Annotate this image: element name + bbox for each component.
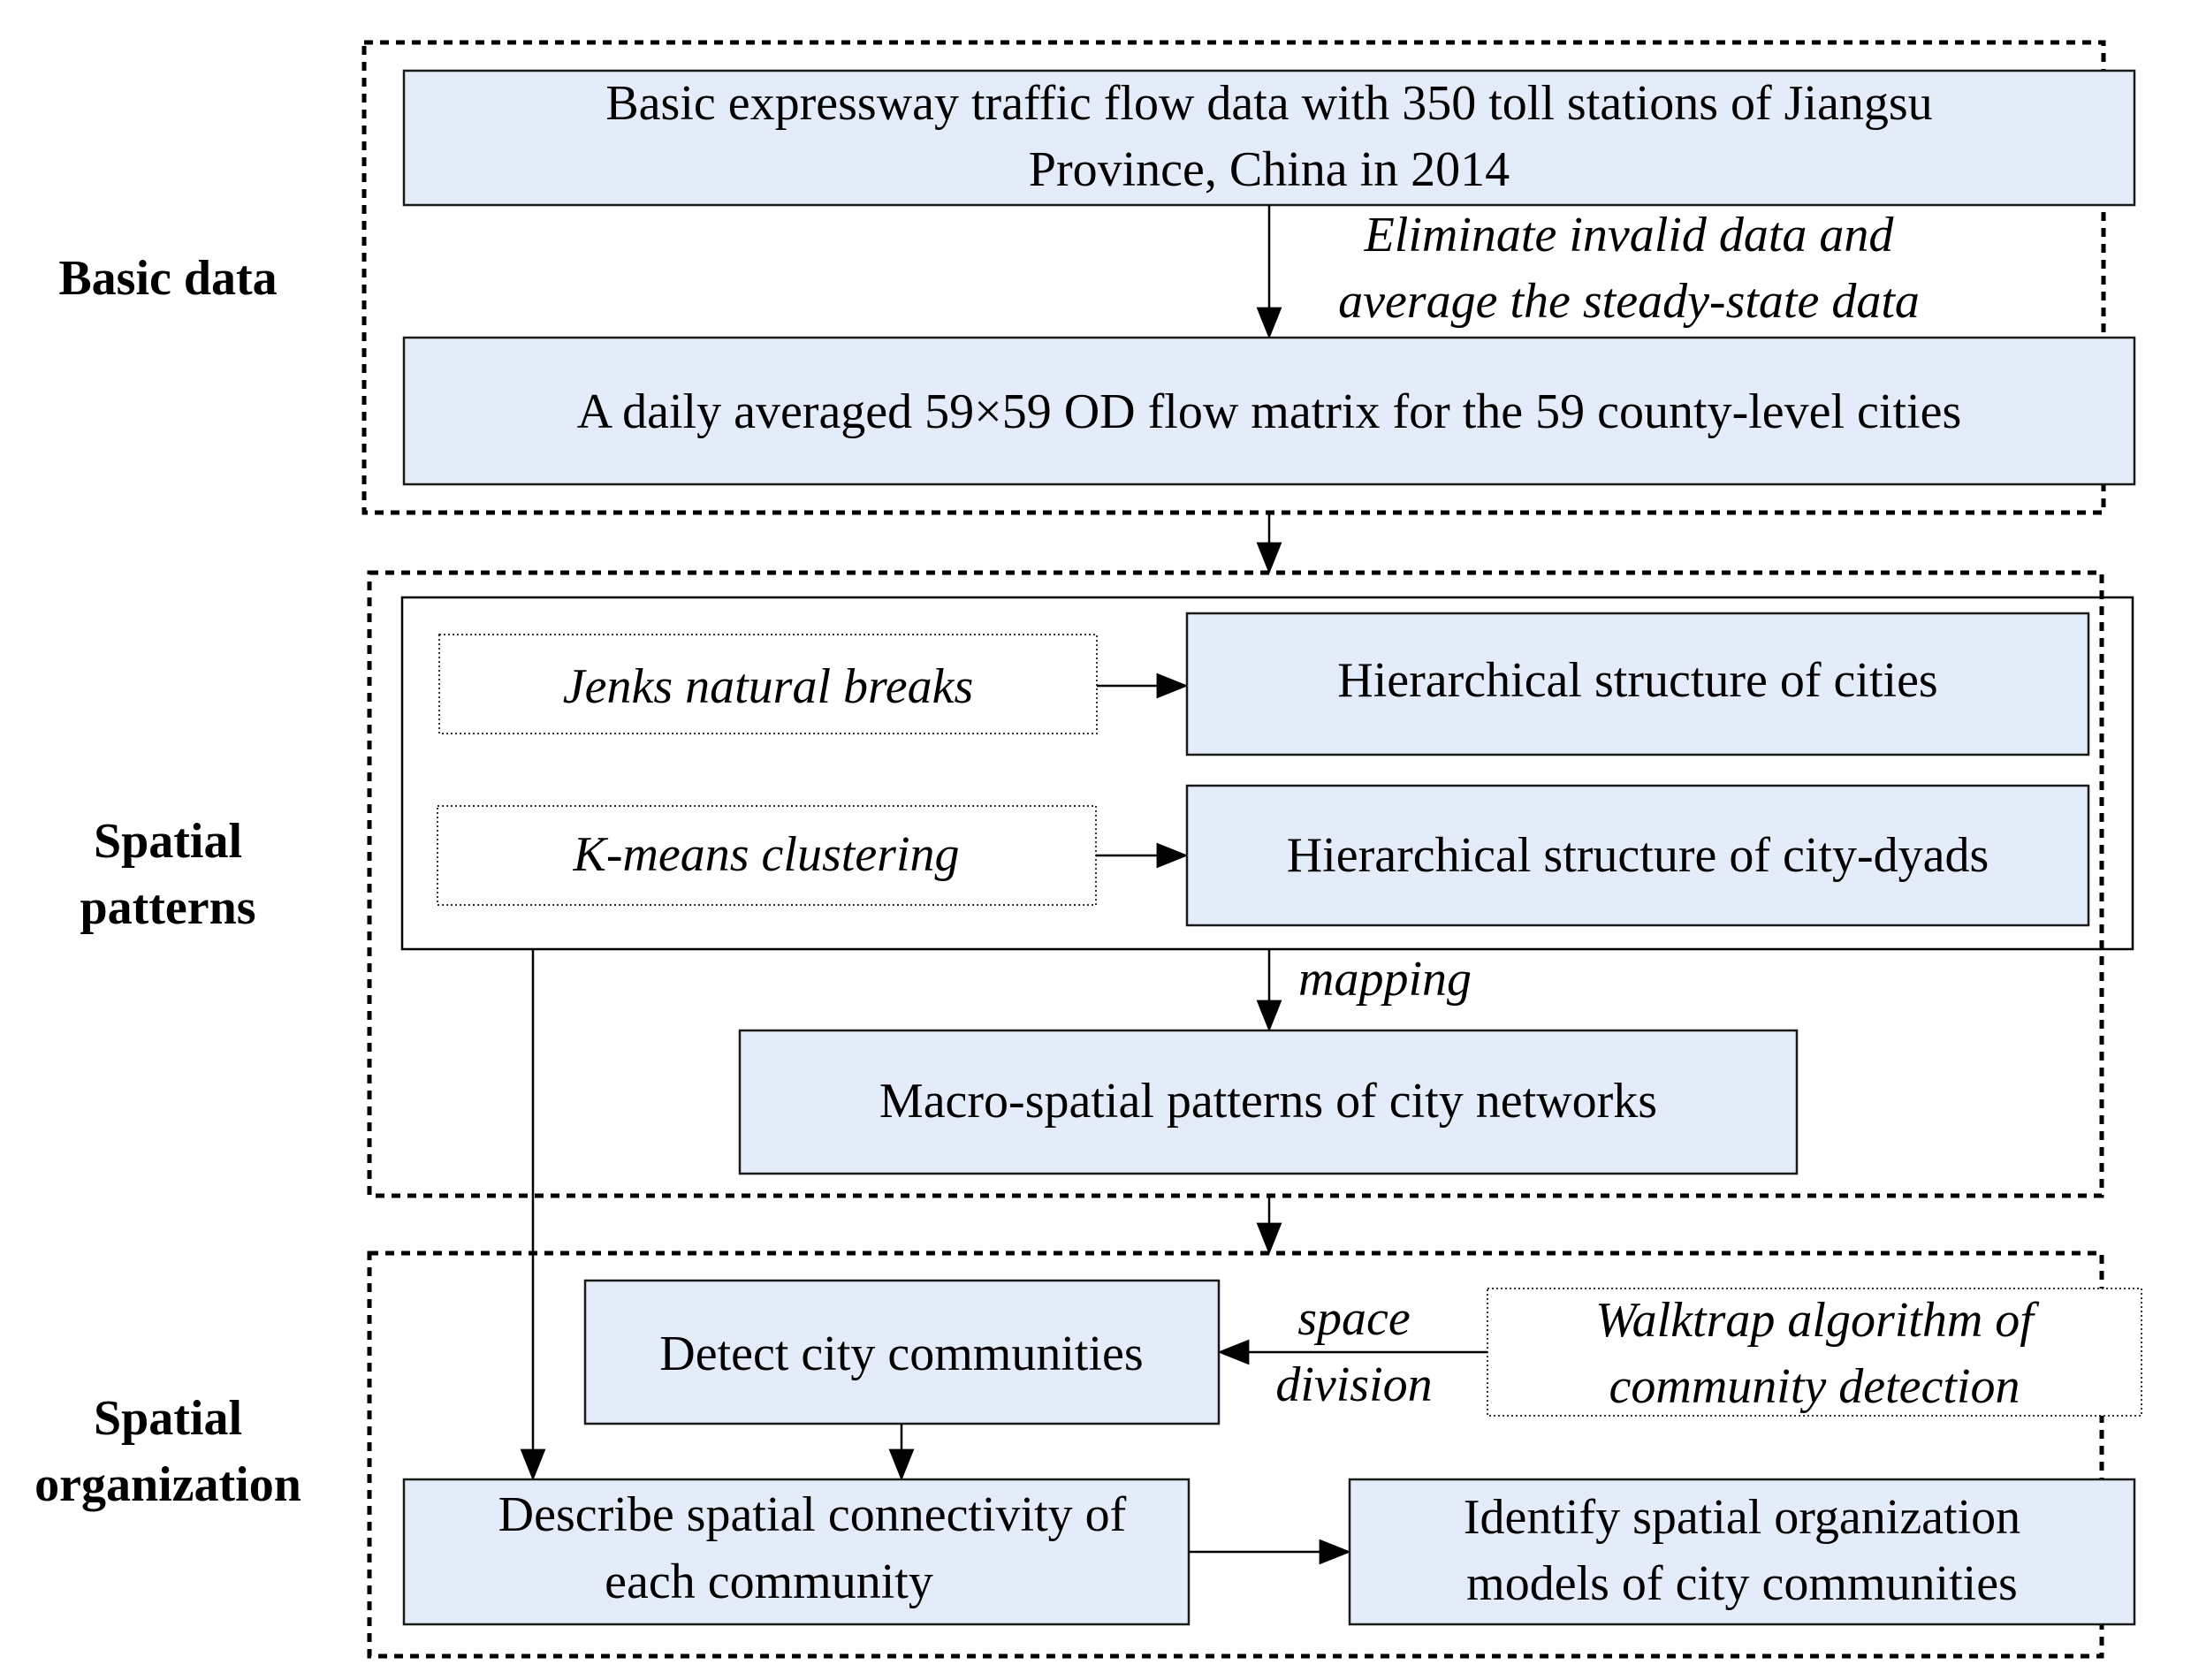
node-hier-dyads-text: Hierarchical structure of city-dyads [1287, 828, 1989, 883]
frame-hierarchy-analysis [400, 596, 2134, 951]
node-traffic-data-line1: Basic expressway traffic flow data with … [605, 76, 1932, 131]
node-identify-models-line1: Identify spatial organization [1464, 1490, 2020, 1545]
stage-label-basic-data: Basic data [58, 251, 277, 306]
method-kmeans-text: K-means clustering [572, 827, 959, 882]
edge-label-space-division-line2: division [1275, 1357, 1432, 1412]
group-spatial-patterns [367, 570, 2104, 1198]
edge-label-eliminate-line2: average the steady-state data [1338, 274, 1920, 329]
node-macro-patterns-text: Macro-spatial patterns of city networks [879, 1074, 1657, 1129]
method-walktrap-line2: community detection [1609, 1359, 2020, 1414]
node-detect-communities-text: Detect city communities [659, 1327, 1143, 1381]
edge-label-mapping: mapping [1298, 952, 1472, 1007]
edge-label-eliminate-line1: Eliminate invalid data and [1364, 208, 1895, 262]
stage-label-spatial-patterns-line2: patterns [80, 880, 255, 935]
node-traffic-data-line2: Province, China in 2014 [1029, 142, 1510, 197]
stage-label-spatial-organization-line2: organization [34, 1457, 301, 1512]
node-identify-models-line2: models of city communities [1466, 1556, 2018, 1611]
node-hier-cities-text: Hierarchical structure of cities [1337, 653, 1937, 708]
node-detect-communities [583, 1279, 1221, 1425]
node-describe-connectivity [402, 1478, 1191, 1626]
node-traffic-data [402, 69, 2136, 207]
stage-label-spatial-organization-line1: Spatial [94, 1391, 242, 1446]
group-basic-data [361, 40, 2106, 515]
edge-label-space-division-line1: space [1297, 1291, 1411, 1346]
node-macro-patterns [738, 1029, 1799, 1175]
node-hier-dyads [1185, 784, 2090, 927]
method-kmeans [437, 805, 1097, 906]
stage-label-spatial-patterns-line1: Spatial [94, 814, 242, 869]
method-walktrap-line1: Walktrap algorithm of [1595, 1293, 2040, 1348]
group-spatial-organization [367, 1250, 2104, 1659]
node-describe-connectivity-line2: each community [605, 1555, 933, 1609]
node-od-matrix-text: A daily averaged 59×59 OD flow matrix fo… [577, 384, 1961, 439]
node-od-matrix [402, 336, 2136, 486]
method-walktrap [1487, 1288, 2142, 1417]
method-jenks-text: Jenks natural breaks [563, 659, 974, 714]
node-hier-cities [1185, 612, 2090, 756]
node-describe-connectivity-line1: Describe spatial connectivity of [498, 1487, 1127, 1542]
node-identify-models [1348, 1478, 2136, 1626]
method-jenks [438, 634, 1098, 734]
